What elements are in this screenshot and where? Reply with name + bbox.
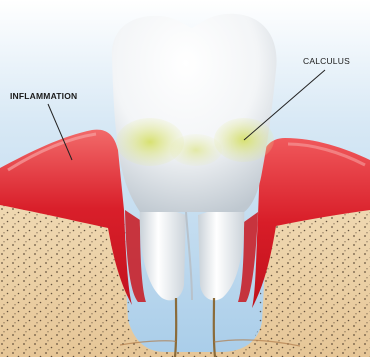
nerve-left xyxy=(175,298,176,357)
nerve-right xyxy=(214,298,215,357)
inflammation-label: INFLAMMATION xyxy=(10,91,77,101)
tooth-crown xyxy=(112,14,277,212)
calculus-label: CALCULUS xyxy=(303,56,350,66)
